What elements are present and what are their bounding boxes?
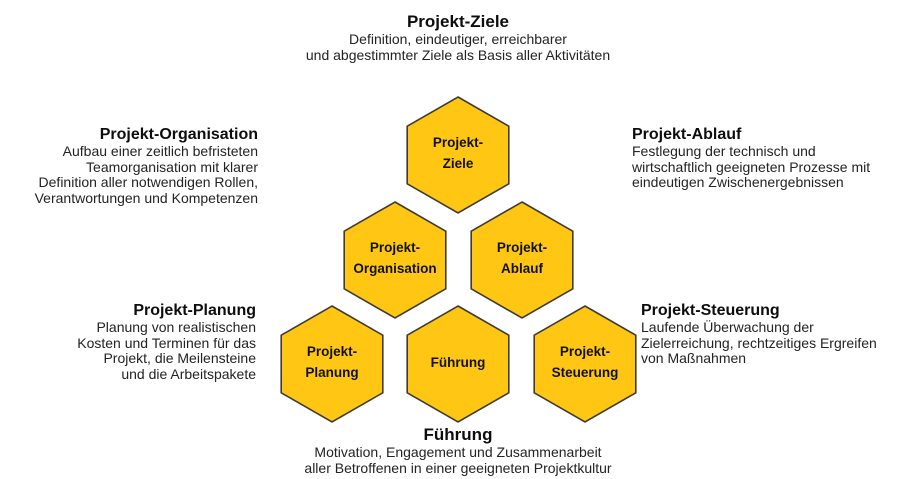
hexagon-label-projekt-steuerung: Projekt- Steuerung	[533, 303, 637, 421]
block-line: von Maßnahmen	[641, 350, 747, 366]
hexagon-shape	[406, 305, 510, 423]
hexagon-polygon	[406, 305, 510, 423]
hexagon-label-line: Ablauf	[501, 261, 543, 276]
block-title-projekt-planung: Projekt-Planung	[133, 302, 256, 319]
hexagon-projekt-ziele: Projekt- Ziele	[406, 96, 510, 214]
block-title-projekt-ziele: Projekt-Ziele	[406, 12, 510, 31]
text-block-projekt-steuerung: Projekt-Steuerung Laufende Überwachung d…	[641, 301, 907, 367]
hexagon-label-line: Projekt-	[306, 344, 358, 359]
hexagon-label-line: Ziele	[442, 156, 474, 171]
hexagon-label-line: Projekt-	[496, 240, 548, 255]
hexagon-label-projekt-planung: Projekt- Planung	[280, 303, 384, 421]
block-title-fuehrung: Führung	[423, 425, 493, 444]
hexagon-label-line: Steuerung	[551, 365, 619, 380]
hexagon-polygon	[470, 201, 574, 319]
hexagon-label-projekt-organisation: Projekt- Organisation	[343, 199, 447, 317]
block-line: wirtschaftlich geeigneten Prozesse mit	[632, 158, 871, 175]
hexagon-projekt-ablauf: Projekt- Ablauf	[470, 201, 574, 319]
block-line: und abgestimmter Ziele als Basis aller A…	[305, 46, 611, 63]
text-block-projekt-planung: Projekt-Planung Planung von realistische…	[0, 301, 256, 382]
hexagon-shape	[533, 305, 637, 423]
block-line: Planung von realistischen	[96, 319, 256, 335]
hexagon-label-line: Planung	[305, 365, 359, 380]
hexagon-projekt-organisation: Projekt- Organisation	[343, 201, 447, 319]
hexagon-label-line: Organisation	[353, 261, 437, 276]
block-line: Laufende Überwachung der	[641, 319, 814, 335]
block-line: Kosten und Terminen für das	[77, 334, 256, 351]
text-block-projekt-ziele: Projekt-Ziele Definition, eindeutiger, e…	[154, 11, 762, 63]
block-title-projekt-ablauf: Projekt-Ablauf	[632, 126, 742, 143]
block-line: eindeutigen Zwischenergebnissen	[632, 174, 844, 190]
hexagon-polygon	[406, 96, 510, 214]
block-line: aller Betroffenen in einer geeigneten Pr…	[304, 459, 612, 476]
hexagon-label-line: Projekt-	[369, 240, 421, 255]
hexagon-polygon	[280, 305, 384, 423]
hexagon-label-line: Führung	[430, 354, 486, 370]
block-line: Festlegung der technisch und	[632, 143, 816, 159]
text-block-projekt-organisation: Projekt-Organisation Aufbau einer zeitli…	[0, 125, 258, 206]
hexagon-polygon	[343, 201, 447, 319]
block-line: Zielerreichung, rechtzeitiges Ergreifen	[641, 334, 877, 351]
hexagon-label-line: Projekt-	[432, 135, 484, 150]
block-line: Aufbau einer zeitlich befristeten	[62, 143, 258, 159]
hexagon-polygon	[533, 305, 637, 423]
block-line: Definition aller notwendigen Rollen,	[38, 174, 258, 190]
hexagon-fuehrung: Führung	[406, 305, 510, 423]
hexagon-shape	[470, 201, 574, 319]
block-line: Projekt, die Meilensteine	[103, 350, 256, 366]
hexagon-shape	[406, 96, 510, 214]
hexagon-projekt-planung: Projekt- Planung	[280, 305, 384, 423]
block-title-projekt-steuerung: Projekt-Steuerung	[641, 302, 780, 319]
hexagon-label-projekt-ziele: Projekt- Ziele	[406, 94, 510, 212]
hexagon-projekt-steuerung: Projekt- Steuerung	[533, 305, 637, 423]
block-title-projekt-organisation: Projekt-Organisation	[99, 126, 258, 143]
block-line: Definition, eindeutiger, erreichbarer	[349, 31, 567, 47]
hexagon-label-line: Projekt-	[559, 344, 611, 359]
text-block-projekt-ablauf: Projekt-Ablauf Festlegung der technisch …	[632, 125, 904, 191]
block-line: und die Arbeitspakete	[121, 365, 256, 382]
block-line: Teamorganisation mit klarer	[86, 158, 258, 175]
hexagon-label-fuehrung: Führung	[406, 303, 510, 421]
block-line: Verantwortungen und Kompetenzen	[34, 189, 258, 206]
block-line: Motivation, Engagement und Zusammenarbei…	[314, 444, 602, 460]
hexagon-shape	[280, 305, 384, 423]
hexagon-shape	[343, 201, 447, 319]
text-block-fuehrung: Führung Motivation, Engagement und Zusam…	[154, 424, 762, 476]
hexagon-label-projekt-ablauf: Projekt- Ablauf	[470, 199, 574, 317]
